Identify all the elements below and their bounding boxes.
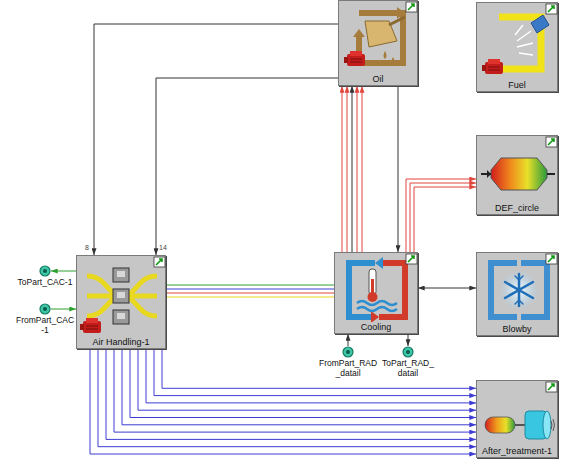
connector-line [352, 86, 353, 252]
component-block: Fuel [476, 2, 558, 92]
component-icon [477, 253, 559, 324]
component-block: Oil [338, 0, 418, 86]
signal-connector [166, 285, 334, 297]
component-icon [77, 256, 167, 337]
connector-line [114, 349, 476, 432]
connector-line [154, 349, 476, 396]
connector-line [342, 86, 343, 252]
connector-line [138, 349, 476, 410]
block-name: Oil [372, 74, 385, 85]
block-name: DEF_circle [494, 203, 540, 214]
block-name: ToPart_RAD_ datail [382, 359, 434, 378]
connector-line [348, 334, 349, 346]
connector-line [357, 86, 358, 252]
connector-line [347, 86, 348, 252]
connector-line [166, 293, 334, 294]
connector-line [410, 183, 476, 252]
block-name: Blowby [501, 324, 532, 335]
connector-line [406, 179, 476, 252]
component-icon [477, 136, 559, 203]
port-circle [39, 265, 51, 277]
block-name: Fuel [507, 80, 527, 91]
block-name: Air Handling-1 [91, 337, 150, 348]
connector-line [166, 285, 334, 286]
component-block: Cooling [334, 252, 418, 334]
signal-connector [94, 24, 338, 255]
connection-port: FromPart_RAD _datail [319, 346, 377, 378]
component-icon [335, 253, 419, 322]
port-circle [402, 346, 414, 358]
connector-line [130, 349, 476, 418]
block-name: FromPart_CAC -1 [16, 316, 74, 335]
component-icon [477, 3, 559, 80]
signal-connector [418, 288, 476, 289]
connector-line [156, 78, 338, 255]
component-block: After_treatment-1 [476, 380, 558, 458]
connector-line [51, 309, 76, 310]
signal-connector [398, 86, 399, 252]
signal-connector [348, 334, 349, 346]
block-name: ToPart_CAC-1 [15, 278, 75, 288]
connector-line [94, 24, 338, 255]
component-icon [339, 1, 419, 74]
connection-port: ToPart_CAC-1 [15, 265, 75, 288]
component-icon [477, 381, 559, 446]
block-name: FromPart_RAD _datail [319, 359, 377, 378]
connector-line [90, 349, 476, 454]
connector-line [51, 271, 76, 272]
connector-line [414, 187, 476, 252]
connector-line [418, 288, 476, 289]
connector-line [166, 297, 334, 298]
signal-connector [90, 349, 476, 454]
port-number: 8 [85, 244, 89, 252]
block-name: Cooling [360, 322, 393, 333]
port-circle [39, 303, 51, 315]
signal-connector [408, 334, 409, 346]
connector-line [106, 349, 476, 439]
connector-line [122, 349, 476, 425]
signal-connector [342, 86, 362, 252]
signal-connector [406, 179, 476, 252]
connector-line [166, 289, 334, 290]
port-circle [342, 346, 354, 358]
connector-line [398, 86, 399, 252]
block-name: After_treatment-1 [481, 446, 553, 457]
signal-connector [51, 309, 76, 310]
connection-port: FromPart_CAC -1 [16, 303, 74, 335]
port-number: 14 [159, 244, 167, 252]
component-block: Blowby [476, 252, 558, 336]
connector-line [362, 86, 363, 252]
signal-connector [51, 271, 76, 272]
component-block: DEF_circle [476, 135, 558, 215]
signal-connector [156, 78, 338, 255]
connector-line [408, 334, 409, 346]
connector-line [146, 349, 476, 403]
connection-port: ToPart_RAD_ datail [382, 346, 434, 378]
connector-line [162, 349, 476, 388]
component-block: Air Handling-1 [76, 255, 166, 349]
connector-line [98, 349, 476, 447]
